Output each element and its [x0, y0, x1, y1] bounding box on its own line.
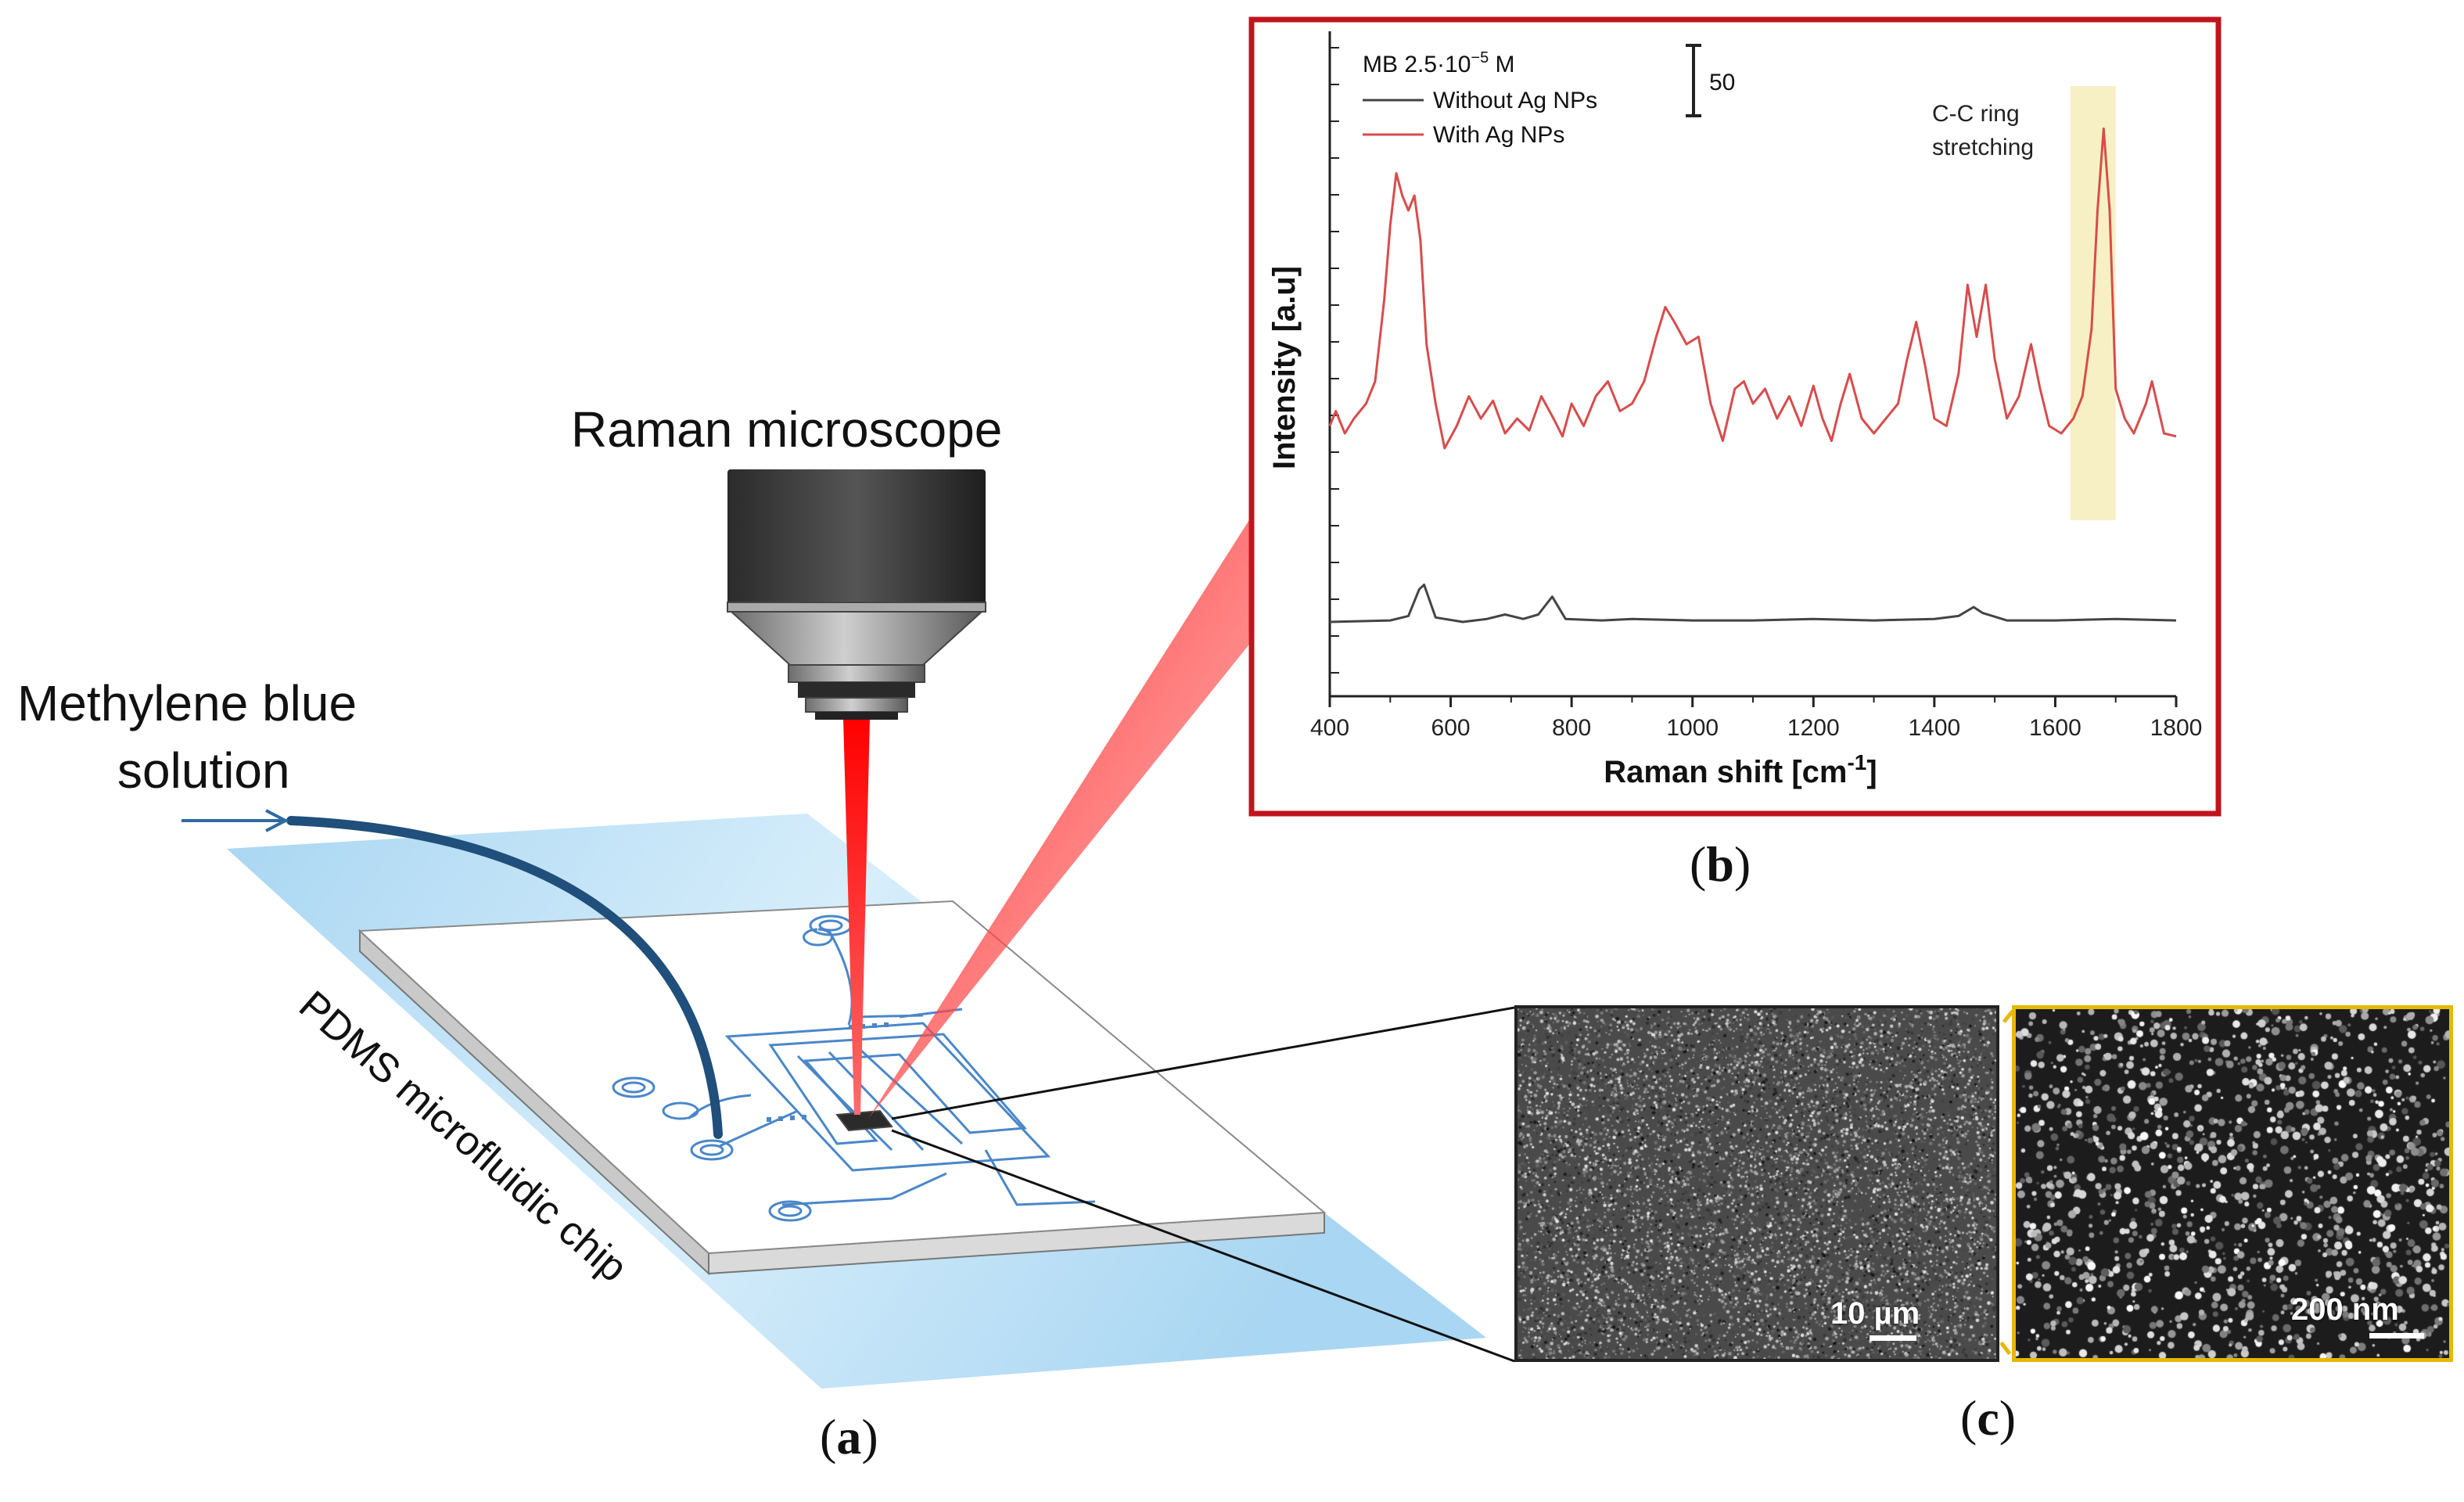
- chip-top-face: [357, 900, 1327, 1255]
- series-with-ag-nps: [1328, 128, 2177, 450]
- x-ticks: 400 600 800 1000 1200 1400 1600 1800: [1310, 696, 2202, 741]
- signal-beam: [868, 516, 1252, 1119]
- y-axis-label: Intensity [a.u]: [1267, 266, 1302, 469]
- annotation-line2: stretching: [1932, 135, 2034, 160]
- raman-spectrum-chart: 400 600 800 1000 1200 1400 1600 1800 MB 2.5·10−…: [1248, 16, 2222, 817]
- x-tick-label: 600: [1431, 715, 1471, 741]
- intensity-scale-bar: 50: [1686, 44, 1735, 117]
- series-without-ag-nps: [1329, 584, 2177, 623]
- sem-scale-label-200nm: 200 nm: [2291, 1292, 2399, 1327]
- spectrum-series: [1328, 128, 2177, 623]
- methylene-blue-label-line2: solution: [117, 742, 290, 799]
- x-tick-label: 1200: [1787, 715, 1840, 741]
- microfluidic-channels: [687, 928, 1096, 1206]
- x-tick-label: 1400: [1908, 715, 1960, 741]
- x-tick-label: 1000: [1666, 715, 1719, 741]
- panel-b-label: (b): [1690, 836, 1751, 892]
- sem-scale-bar-10um: [1870, 1335, 1916, 1341]
- y-ticks: [1330, 47, 1339, 674]
- legend-title: MB 2.5·10−5 M: [1363, 49, 1515, 77]
- legend-label-with: With Ag NPs: [1433, 122, 1564, 148]
- channel-markers: [767, 1022, 889, 1122]
- raman-microscope-objective: [727, 469, 986, 720]
- x-tick-label: 1800: [2150, 715, 2203, 741]
- legend: MB 2.5·10−5 M Without Ag NPs With Ag NPs: [1363, 49, 1597, 148]
- laser-beam: [843, 718, 870, 1115]
- flow-arrow: [181, 809, 289, 832]
- sem-texture-low: [1518, 1008, 1996, 1359]
- sem-scale-label-10um: 10 µm: [1830, 1296, 1920, 1331]
- x-tick-label: 1600: [2029, 715, 2081, 741]
- methylene-blue-label-line1: Methylene blue: [17, 675, 357, 731]
- sers-substrate-spot: [835, 1109, 893, 1132]
- panel-a-label: (a): [820, 1409, 878, 1464]
- channel-ports: [612, 914, 853, 1222]
- sem-scale-bar-200nm: [2369, 1333, 2424, 1339]
- sem-image-high-mag: 200 nm: [2012, 1005, 2453, 1362]
- inlet-tube: [286, 816, 723, 1139]
- x-tick-label: 400: [1310, 715, 1349, 741]
- x-tick-label: 800: [1552, 715, 1591, 741]
- scale-bar-label: 50: [1709, 70, 1735, 95]
- zoom-lines: [891, 1006, 1515, 1363]
- chart-frame: [1248, 16, 2222, 817]
- raman-microscope-label: Raman microscope: [571, 401, 1003, 458]
- panel-c-label: (c): [1960, 1390, 2017, 1446]
- x-axis-label: Raman shift [cm-1]: [1604, 750, 1877, 789]
- annotation-line1: C-C ring: [1932, 101, 2020, 127]
- sem-texture-high: [2016, 1009, 2449, 1358]
- legend-label-without: Without Ag NPs: [1433, 88, 1597, 113]
- sem-image-low-mag: 10 µm: [1514, 1005, 1999, 1362]
